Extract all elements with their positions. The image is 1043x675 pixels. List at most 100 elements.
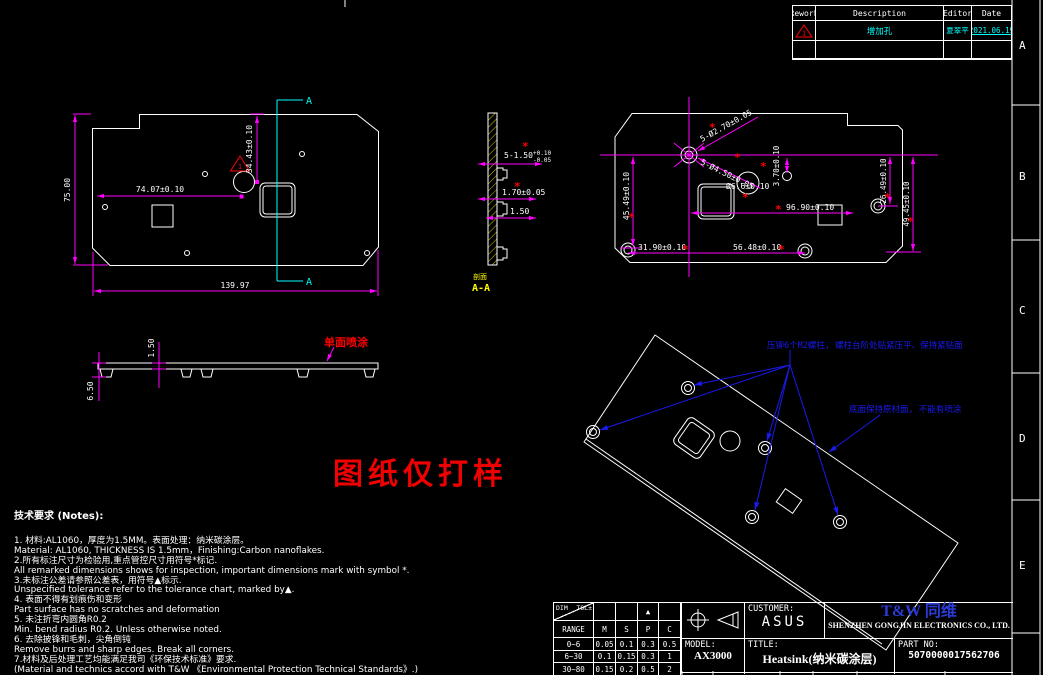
tol-dim-label: DIM — [556, 604, 568, 612]
tol-blank — [659, 603, 681, 621]
revision-triangle-icon: 1 — [795, 23, 813, 37]
tol-cell: 30~80 — [554, 663, 594, 675]
iso-holes — [673, 417, 803, 514]
tolerance-star-icon: * — [760, 160, 767, 173]
dim-mid: 96.90±0.10 — [786, 203, 834, 212]
model-value: AX3000 — [694, 650, 732, 662]
back-centerlines — [600, 97, 938, 277]
front-holes — [102, 151, 370, 256]
back-view: 5-Ø2.70±0.05 * 5-Ø4.50±0.05 * Ø6.6±0.10 … — [600, 97, 938, 277]
dim-right1: 26.49±0.10 — [879, 158, 888, 204]
profile-bumps — [99, 368, 376, 378]
tol-cell: 0.3 — [638, 651, 659, 663]
part-no-cell: PART NO: 5070000017562706 — [894, 638, 1013, 674]
note-line: 5. 未注折弯内圆角R0.2 — [14, 615, 107, 626]
tol-tol-label: TOL± — [576, 604, 592, 612]
section-letter-bottom: A — [306, 277, 312, 288]
tol-cell: 1 — [659, 651, 681, 663]
notes-title: 技术要求 (Notes): — [14, 511, 104, 522]
back-outline — [614, 113, 903, 263]
rev-empty-cell — [944, 41, 972, 59]
tol-col-m: M — [594, 621, 616, 638]
section-cut-line — [276, 99, 303, 282]
svg-text:1: 1 — [802, 29, 806, 37]
tolerance-star-icon: * — [742, 191, 749, 204]
revision-flag-icon: 1 — [229, 155, 251, 172]
tol-range-label: RANGE — [554, 621, 594, 638]
tolerance-star-icon: * — [628, 211, 635, 224]
tol-cell: 0~6 — [554, 638, 594, 651]
tolerance-star-icon: * — [778, 243, 785, 256]
note-line: 1. 材料:AL1060，厚度为1.5MM。表面处理：纳米碳涂层。 — [14, 535, 249, 546]
profile-dimension-lines — [92, 342, 335, 401]
coating-note: 单面喷涂 — [324, 335, 369, 349]
dim-width: 139.97 — [221, 281, 250, 290]
back-dimension-lines — [620, 116, 921, 256]
rev-mark-cell: 1 — [793, 21, 816, 41]
note-line: All remarked dimensions shows for inspec… — [14, 565, 410, 576]
tolerance-star-icon: * — [682, 243, 689, 256]
tolerance-star-icon: * — [514, 180, 521, 193]
profile-view: 1.50 6.50 单面喷涂 — [86, 335, 379, 401]
note-line: (Material and technics accord with T&W 《… — [14, 664, 419, 675]
dim-right2: 49.45±0.10 — [902, 181, 911, 227]
zone-e: E — [1019, 559, 1026, 572]
zone-c: C — [1019, 304, 1026, 317]
profile-plate — [97, 362, 379, 370]
section-letter-top: A — [306, 96, 312, 107]
tol-dim-cell: DIM TOL± — [554, 603, 594, 621]
rev-description: 增加孔 — [816, 21, 944, 41]
note-line: Unspecified tolerance refer to the toler… — [14, 585, 295, 596]
note-line: Part surface has no scratches and deform… — [14, 605, 220, 616]
note-line: 3.未标注公差请参照公差表，用符号▲标示. — [14, 575, 182, 586]
section-label: A-A — [472, 283, 490, 294]
title-label: TITLE: — [748, 640, 779, 650]
section-plate — [487, 112, 498, 266]
title-value: Heatsink(纳米碳涂层) — [762, 652, 877, 666]
section-dimension-lines — [478, 161, 542, 221]
zone-b: B — [1019, 170, 1026, 183]
note-line: Min. bend radius R0.2. Unless otherwise … — [14, 625, 222, 636]
tol-cell: 2 — [659, 663, 681, 675]
note-line: 2.所有标注尺寸为检验用,重点管控尺寸用符号*标记. — [14, 555, 218, 566]
tol-cell: 0.5 — [638, 663, 659, 675]
rev-empty-cell — [972, 41, 1011, 59]
tol-col-p: P — [638, 621, 659, 638]
tol-cell: 0.1 — [594, 651, 616, 663]
rev-date: 2021.06.19 — [972, 21, 1011, 41]
note-line: 6. 去除披锋和毛刺，尖角倒钝 — [14, 634, 131, 645]
dim-step: 1.70±0.05 — [502, 188, 546, 197]
model-label: MODEL: — [685, 640, 716, 650]
tol-col-s: S — [616, 621, 638, 638]
tolerance-star-icon: * — [522, 140, 529, 153]
tolerance-star-icon: * — [907, 215, 914, 228]
tol-cell: 0.5 — [659, 638, 681, 651]
dim-holes-big: 5-Ø4.50±0.05 — [699, 157, 755, 191]
note-line: 7.材料及后处理工艺均能满足我司《环保技术标准》要求. — [14, 654, 237, 665]
note-line: Material: AL1060, THICKNESS IS 1.5mm，Fin… — [14, 545, 325, 556]
rev-empty-cell — [793, 41, 816, 59]
technical-notes: 技术要求 (Notes): 1. 材料:AL1060，厚度为1.5MM。表面处理… — [14, 512, 494, 675]
dim-bottom1: 31.90±0.10 — [638, 243, 686, 252]
rev-col-rework: Rework — [793, 6, 816, 21]
tol-col-c: C — [659, 621, 681, 638]
dim-height: 75.00 — [63, 178, 72, 202]
dim-left: 45.49±0.10 — [622, 172, 631, 220]
section-bumps — [497, 167, 508, 261]
rev-col-description: Description — [816, 6, 944, 21]
model-cell: MODEL: AX3000 — [681, 638, 744, 674]
tolerance-star-icon: * — [775, 203, 782, 216]
rev-col-date: Date — [972, 6, 1011, 21]
dim-bump-tol-dn: -0.05 — [533, 157, 551, 164]
dim-total-height: 6.50 — [86, 381, 95, 400]
back-features — [620, 146, 886, 259]
company-cell: T&W 同维 SHENZHEN GONGJIN ELECTRONICS CO.,… — [824, 603, 1013, 638]
tol-cell: 0.05 — [594, 638, 616, 651]
tol-blank — [616, 603, 638, 621]
company-logo: T&W 同维 — [881, 603, 957, 620]
dim-y: 34.43±0.10 — [245, 125, 254, 173]
front-outline — [92, 114, 379, 266]
iso-note-rivets: 压铆6个M2螺柱, 螺柱台阶处贴紧压平、保持紧贴面 — [767, 340, 963, 351]
iso-rivets — [586, 381, 847, 529]
tol-cell: 0.15 — [594, 663, 616, 675]
